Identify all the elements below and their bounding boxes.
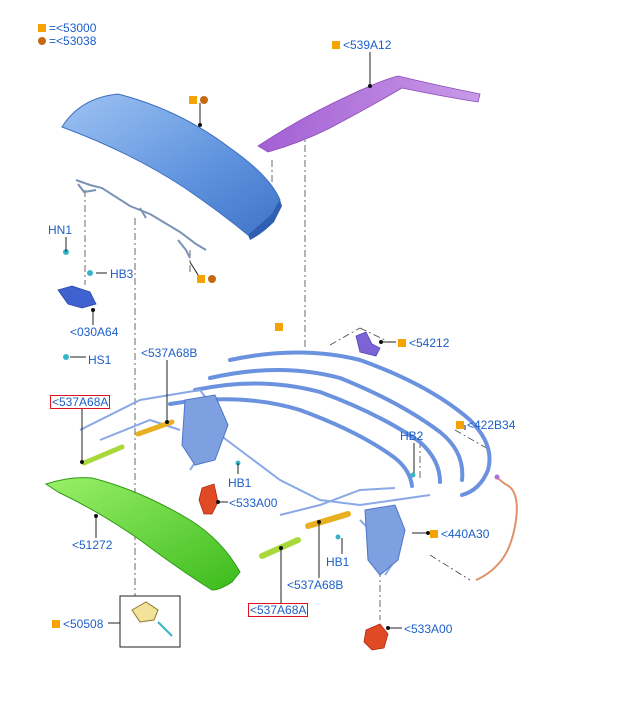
circle-marker-icon <box>200 96 208 104</box>
callout-422B34[interactable]: <422B34 <box>456 418 515 432</box>
callout-HS1[interactable]: HS1 <box>88 353 112 367</box>
legend-text-53000: =<53000 <box>49 21 97 35</box>
callout-HB1-bottom[interactable]: HB1 <box>326 555 350 569</box>
callout-text: <50508 <box>63 617 104 631</box>
callout-51272[interactable]: <51272 <box>72 538 113 552</box>
bracket-54212 <box>355 331 381 357</box>
latch-533A00-bottom <box>363 623 389 651</box>
rear-panel-51272 <box>44 477 241 591</box>
callout-537A68A-left[interactable]: <537A68A <box>50 395 111 409</box>
square-marker-icon <box>197 275 205 283</box>
square-marker-icon <box>38 24 46 32</box>
callout-text: <440A30 <box>441 527 490 541</box>
leader-dots <box>80 84 430 630</box>
callout-030A64[interactable]: <030A64 <box>70 325 119 339</box>
legend-row-square: =<53000 <box>38 22 96 35</box>
circle-marker-icon <box>208 275 216 283</box>
fastener-HB3 <box>87 270 93 276</box>
latch-533A00-left <box>198 483 219 515</box>
fastener-HB1-bottom <box>335 534 341 540</box>
callout-533A00-left[interactable]: <533A00 <box>229 496 278 510</box>
square-marker-icon <box>398 339 406 347</box>
callout-533A00-bottom[interactable]: <533A00 <box>404 622 453 636</box>
callout-440A30[interactable]: <440A30 <box>430 527 489 541</box>
callout-HN1[interactable]: HN1 <box>48 223 73 237</box>
callout-frame-marker <box>275 320 286 334</box>
square-marker-icon <box>275 323 283 331</box>
callout-539A12[interactable]: <539A12 <box>332 38 391 52</box>
callout-54212[interactable]: <54212 <box>398 336 449 350</box>
inset-50508 <box>108 595 181 648</box>
square-marker-icon <box>189 96 197 104</box>
callout-text: <54212 <box>409 336 450 350</box>
legend-row-circle: =<53038 <box>38 35 96 48</box>
callout-text: <422B34 <box>467 418 516 432</box>
callout-text: <539A12 <box>343 38 392 52</box>
callout-HB2[interactable]: HB2 <box>400 429 424 443</box>
latch-bracket-030A64 <box>57 285 97 309</box>
callout-50508[interactable]: <50508 <box>52 617 103 631</box>
cable-end <box>494 474 500 480</box>
dashed-leader-lines <box>84 130 491 640</box>
callout-panel-markers <box>189 93 211 107</box>
square-marker-icon <box>52 620 60 628</box>
callout-537A68B-top[interactable]: <537A68B <box>141 346 198 360</box>
callout-HB3[interactable]: HB3 <box>110 267 134 281</box>
square-marker-icon <box>332 41 340 49</box>
cable-422B34 <box>475 475 518 581</box>
top-frame-assembly <box>168 350 492 497</box>
callout-537A68B-bottom[interactable]: <537A68B <box>287 578 344 592</box>
callout-bracket-markers <box>197 272 219 286</box>
frame-brackets <box>181 394 406 576</box>
callout-537A68A-bottom[interactable]: <537A68A <box>248 603 309 617</box>
square-marker-icon <box>456 421 464 429</box>
circle-marker-icon <box>38 37 46 45</box>
callout-leaders <box>65 52 466 629</box>
callout-HB1-top[interactable]: HB1 <box>228 476 252 490</box>
hinge-bracket <box>75 179 207 259</box>
fastener-HS1 <box>63 354 69 360</box>
roof-panel-51272-top <box>61 93 282 240</box>
header-trim-539A12 <box>257 75 481 153</box>
legend: =<53000 =<53038 <box>38 22 96 48</box>
fastener-HB2 <box>410 472 416 478</box>
square-marker-icon <box>430 530 438 538</box>
legend-text-53038: =<53038 <box>49 34 97 48</box>
